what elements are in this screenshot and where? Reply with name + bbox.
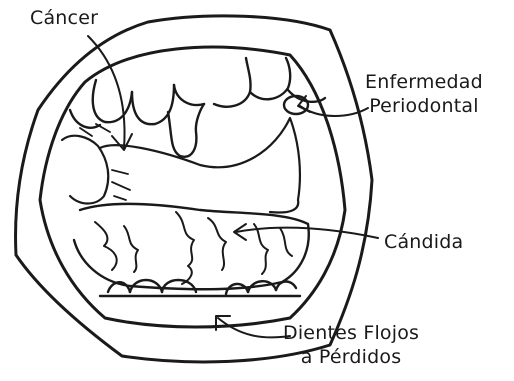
callout-arrows <box>88 36 378 337</box>
candida-patches <box>95 212 292 284</box>
cancer-lesion <box>62 136 108 204</box>
label-periodontal-line2: Periodontal <box>365 94 483 118</box>
label-periodontal-disease: Enfermedad Periodontal <box>365 70 483 118</box>
throat-outline <box>100 118 300 213</box>
label-candida: Cándida <box>384 230 463 254</box>
uvula <box>168 104 204 157</box>
label-dientes-line2: a Pérdidos <box>283 345 419 369</box>
outer-lip-outline <box>16 16 372 362</box>
label-periodontal-line1: Enfermedad <box>365 70 483 94</box>
lower-teeth <box>100 280 300 296</box>
label-dientes-line1: Dientes Flojos <box>283 321 419 345</box>
label-loose-teeth: Dientes Flojos a Pérdidos <box>283 321 419 369</box>
label-cancer: Cáncer <box>30 6 98 30</box>
arrow-cancer-head <box>112 134 132 150</box>
